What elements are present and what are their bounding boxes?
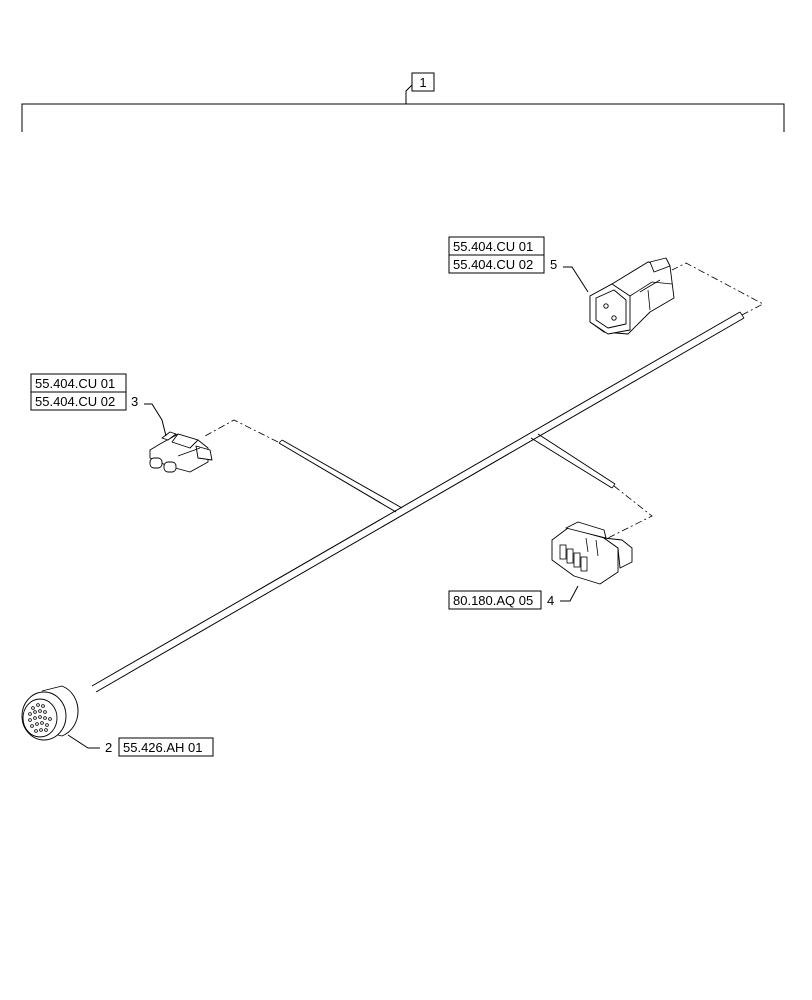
callout-2: 2 55.426.AH 01: [67, 734, 214, 757]
callout-3-ref-box-2: [30, 391, 127, 411]
callout-4: 80.180.AQ 05 4: [448, 585, 579, 610]
callout-3-ref-2: 55.404.CU 02: [35, 394, 115, 409]
callout-3-ref-1: 55.404.CU 01: [35, 376, 115, 391]
callout-5: 55.404.CU 01 55.404.CU 02 5: [448, 236, 589, 293]
callout-3-number: 3: [131, 394, 138, 409]
callout-2-number: 2: [105, 740, 112, 755]
item-1-box: [411, 72, 435, 92]
callout-5-ref-box-2: [448, 254, 545, 274]
multi-pin-connector-4: [551, 521, 633, 585]
callout-2-ref-1: 55.426.AH 01: [123, 740, 203, 755]
pin-grid: [28, 703, 52, 733]
sealed-connector-5: [589, 257, 675, 335]
callout-2-ref-box: [118, 737, 214, 757]
two-pin-connector-3: [149, 431, 213, 473]
callout-5-number: 5: [550, 257, 557, 272]
callout-4-ref-box: [448, 590, 542, 610]
round-connector-2: [21, 685, 79, 741]
callout-3: 55.404.CU 01 55.404.CU 02 3: [30, 373, 167, 437]
item-1-number: 1: [419, 75, 426, 90]
callout-5-ref-2: 55.404.CU 02: [453, 257, 533, 272]
callout-5-ref-1: 55.404.CU 01: [453, 239, 533, 254]
wire-harness: [91, 311, 745, 693]
assembly-bracket: 1: [21, 72, 785, 132]
callout-4-ref-1: 80.180.AQ 05: [453, 593, 533, 608]
connection-leaders: [204, 262, 764, 539]
callout-4-number: 4: [547, 593, 554, 608]
